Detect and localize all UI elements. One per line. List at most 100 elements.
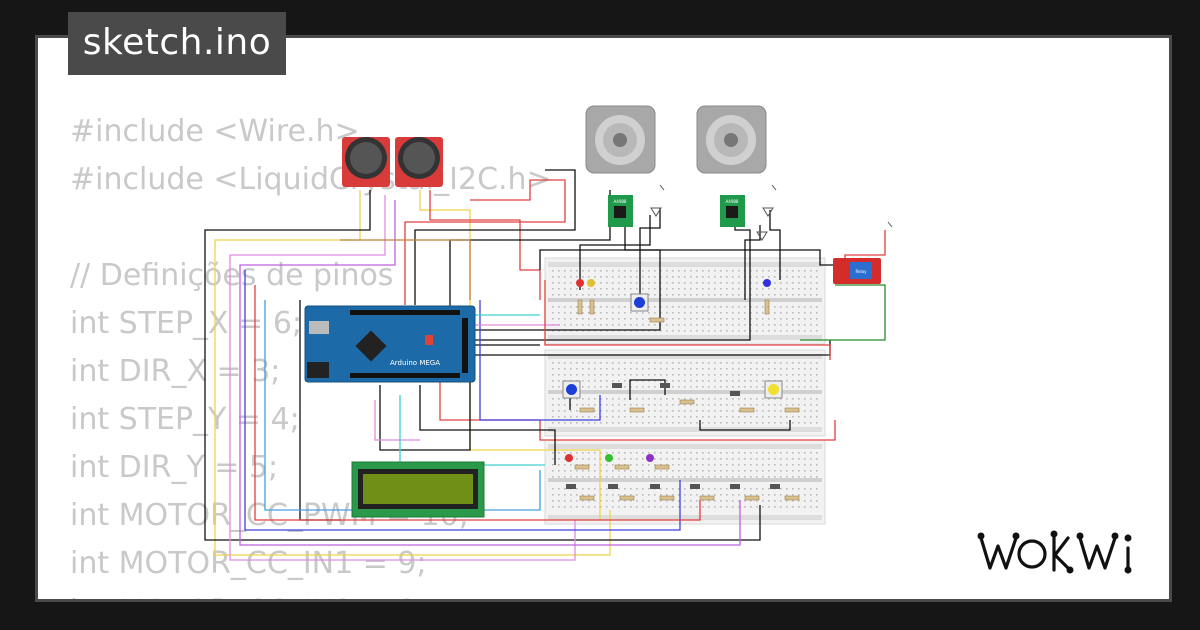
breadboard-hole [612, 318, 614, 320]
breadboard-hole [630, 458, 632, 460]
breadboard-hole [792, 306, 794, 308]
breadboard-hole [582, 494, 584, 496]
breadboard-hole [732, 362, 734, 364]
breadboard-hole [774, 410, 776, 412]
breadboard-hole [600, 380, 602, 382]
breadboard-hole [762, 422, 764, 424]
breadboard-hole [702, 416, 704, 418]
breadboard-hole [582, 506, 584, 508]
breadboard-hole [810, 452, 812, 454]
breadboard-hole [558, 276, 560, 278]
breadboard-hole [558, 368, 560, 370]
breadboard-hole [744, 488, 746, 490]
breadboard-hole [798, 398, 800, 400]
breadboard-hole [798, 380, 800, 382]
breadboard-hole [624, 270, 626, 272]
breadboard-hole [750, 270, 752, 272]
breadboard-hole [714, 368, 716, 370]
breadboard-hole [744, 500, 746, 502]
breadboard-hole [762, 410, 764, 412]
breadboard-hole [708, 416, 710, 418]
breadboard-hole [654, 380, 656, 382]
breadboard-hole [798, 404, 800, 406]
breadboard-hole [594, 324, 596, 326]
breadboard-hole [816, 288, 818, 290]
breadboard-hole [612, 416, 614, 418]
breadboard-hole [696, 494, 698, 496]
breadboard-hole [732, 374, 734, 376]
breadboard-hole [594, 312, 596, 314]
breadboard-hole [738, 398, 740, 400]
breadboard-hole [606, 306, 608, 308]
breadboard-hole [618, 318, 620, 320]
breadboard-hole [648, 276, 650, 278]
breadboard-hole [696, 506, 698, 508]
breadboard-hole [648, 470, 650, 472]
breadboard-hole [690, 362, 692, 364]
breadboard-hole [570, 452, 572, 454]
breadboard-hole [750, 306, 752, 308]
breadboard-hole [750, 380, 752, 382]
breadboard-hole [708, 506, 710, 508]
breadboard-hole [702, 374, 704, 376]
breadboard-hole [612, 452, 614, 454]
breadboard-hole [762, 476, 764, 478]
breadboard-hole [624, 494, 626, 496]
breadboard-hole [552, 362, 554, 364]
code-line: int MOTOR_CC_IN1 = 9; [70, 546, 427, 581]
breadboard-hole [642, 362, 644, 364]
breadboard-hole [666, 398, 668, 400]
breadboard-hole [594, 410, 596, 412]
breadboard-hole [552, 368, 554, 370]
breadboard-hole [816, 476, 818, 478]
breadboard-hole [696, 276, 698, 278]
breadboard-hole [684, 270, 686, 272]
breadboard-hole [774, 374, 776, 376]
breadboard-bottom [544, 439, 826, 525]
breadboard-hole [642, 416, 644, 418]
breadboard-hole [714, 312, 716, 314]
breadboard-hole [816, 294, 818, 296]
breadboard-hole [780, 294, 782, 296]
breadboard-hole [606, 318, 608, 320]
breadboard-hole [594, 330, 596, 332]
breadboard-hole [672, 306, 674, 308]
breadboard-hole [756, 452, 758, 454]
breadboard-hole [714, 410, 716, 412]
breadboard-hole [762, 404, 764, 406]
breadboard-hole [780, 452, 782, 454]
breadboard-hole [642, 458, 644, 460]
breadboard-hole [732, 318, 734, 320]
file-tab[interactable]: sketch.ino [68, 12, 286, 75]
breadboard-hole [708, 288, 710, 290]
breadboard-hole [744, 362, 746, 364]
breadboard-hole [558, 494, 560, 496]
breadboard-hole [708, 362, 710, 364]
breadboard-hole [552, 386, 554, 388]
breadboard-hole [810, 282, 812, 284]
breadboard-hole [612, 476, 614, 478]
breadboard-hole [642, 282, 644, 284]
breadboard-hole [552, 488, 554, 490]
breadboard-hole [780, 410, 782, 412]
breadboard-hole [762, 470, 764, 472]
breadboard-hole [606, 422, 608, 424]
breadboard-hole [672, 470, 674, 472]
breadboard-hole [594, 458, 596, 460]
breadboard-hole [774, 318, 776, 320]
breadboard-hole [738, 410, 740, 412]
breadboard-hole [612, 470, 614, 472]
breadboard-hole [660, 374, 662, 376]
breadboard-hole [678, 500, 680, 502]
breadboard-hole [594, 476, 596, 478]
breadboard-hole [702, 318, 704, 320]
breadboard-hole [612, 404, 614, 406]
breadboard-hole [552, 282, 554, 284]
breadboard-hole [714, 416, 716, 418]
breadboard-hole [798, 386, 800, 388]
breadboard-hole [714, 324, 716, 326]
breadboard-hole [690, 404, 692, 406]
breadboard-hole [744, 368, 746, 370]
driver-right-label: A4988 [726, 199, 739, 204]
breadboard-hole [798, 330, 800, 332]
